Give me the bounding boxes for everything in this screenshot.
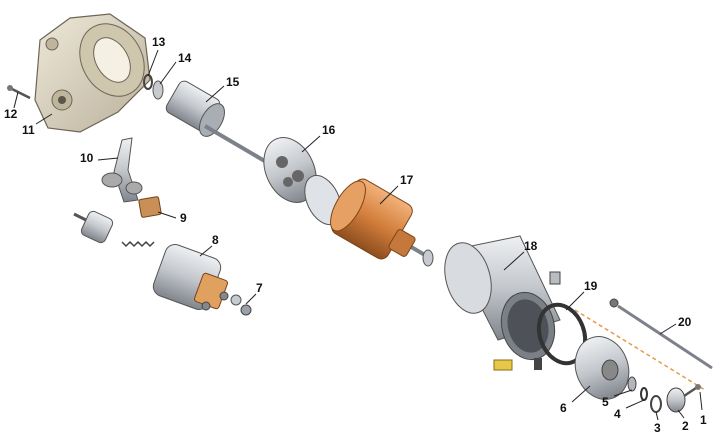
label-14: 14 (178, 51, 192, 65)
label-13: 13 (152, 35, 166, 49)
part-3-seal (650, 395, 662, 413)
label-5: 5 (602, 395, 609, 409)
part-4-ring (640, 387, 648, 401)
leader-2 (677, 409, 685, 419)
leader-3 (655, 411, 659, 421)
part-9-rubber-block (138, 196, 162, 218)
label-11: 11 (22, 123, 35, 137)
part-14-washer (152, 80, 164, 100)
part-6-end-cover (574, 336, 630, 400)
leader-6 (571, 385, 591, 403)
leader-13 (147, 49, 159, 77)
part-8-solenoid (152, 244, 229, 311)
label-3: 3 (654, 421, 661, 434)
label-10: 10 (80, 151, 94, 165)
part-2-cap (666, 387, 686, 413)
label-6: 6 (560, 401, 567, 415)
label-15: 15 (226, 75, 240, 89)
leader-8 (199, 245, 213, 257)
leader-9 (157, 211, 177, 219)
label-1: 1 (700, 413, 707, 427)
label-8: 8 (212, 233, 219, 247)
label-2: 2 (682, 419, 689, 433)
part-19-brush-holder (493, 271, 588, 371)
part-7-washer (230, 294, 242, 306)
leader-12 (13, 91, 19, 109)
part-11-drive-housing (34, 13, 151, 133)
leader-17 (379, 185, 399, 205)
solenoid-spring (121, 240, 155, 248)
part-20-through-bolt (609, 298, 713, 370)
leader-14 (159, 61, 177, 85)
part-15-clutch (165, 80, 225, 137)
leader-19 (565, 291, 585, 311)
label-7: 7 (256, 281, 263, 295)
leader-20 (659, 323, 677, 335)
label-16: 16 (322, 123, 336, 137)
part-1-screw (683, 384, 701, 398)
part-17-armature (330, 178, 416, 260)
assembly-axis (574, 309, 706, 391)
part-18-yoke (444, 235, 561, 361)
leader-1 (699, 391, 703, 411)
leader-5 (613, 389, 633, 397)
label-9: 9 (180, 211, 187, 225)
label-18: 18 (524, 239, 538, 253)
part-7-nut (240, 304, 252, 316)
label-17: 17 (400, 173, 414, 187)
leader-10 (97, 157, 119, 161)
leader-11 (35, 113, 53, 125)
label-19: 19 (584, 279, 598, 293)
label-20: 20 (678, 315, 692, 329)
leader-16 (301, 135, 321, 153)
label-4: 4 (614, 407, 621, 421)
leader-7 (245, 293, 257, 305)
label-12: 12 (4, 107, 18, 121)
part-10-fork-lever (101, 137, 143, 203)
solenoid-plunger (73, 210, 114, 244)
leader-15 (205, 85, 225, 103)
part-5-washer (627, 376, 637, 392)
leader-18 (503, 251, 525, 271)
armature-washer (422, 249, 434, 267)
leader-4 (625, 399, 645, 409)
part-12-bolt (7, 85, 31, 100)
